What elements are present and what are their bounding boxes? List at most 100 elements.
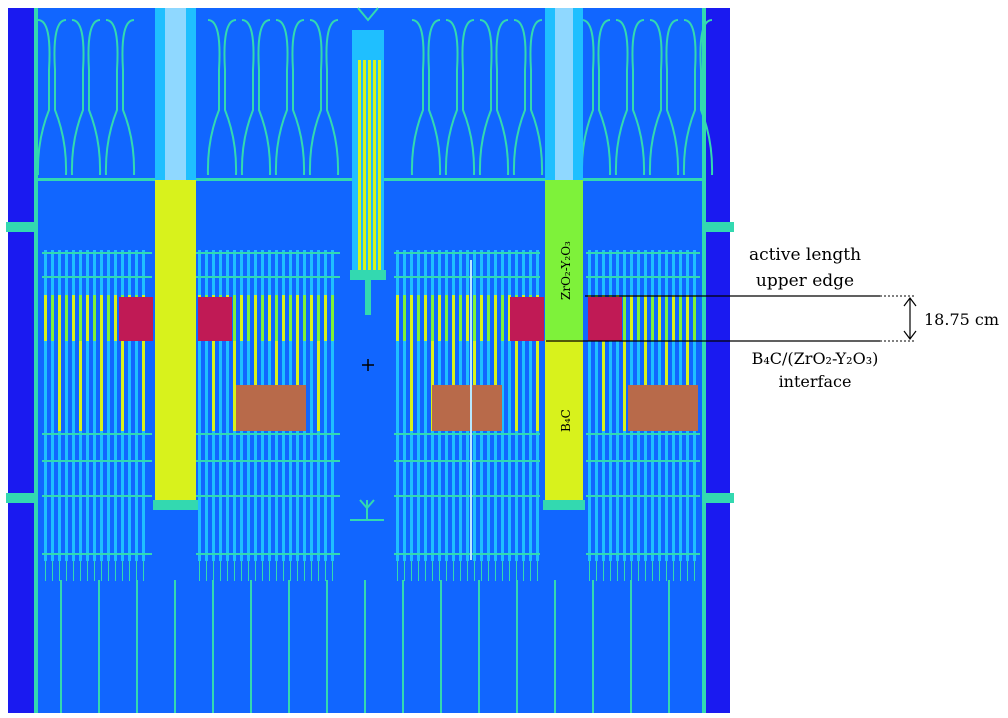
fuel-pin-stem xyxy=(234,561,235,581)
spacer-grid xyxy=(42,276,152,278)
fuel-pin-upper xyxy=(515,250,518,295)
fuel-pin-upper xyxy=(424,250,427,295)
fuel-pin-mid xyxy=(58,341,61,431)
fuel-pin-active xyxy=(487,295,490,341)
bottom-channel-line xyxy=(516,580,518,713)
fuel-pin-stem xyxy=(638,561,639,581)
fuel-pin-active xyxy=(410,295,413,341)
fuel-pin-mid xyxy=(93,341,96,431)
spacer-grid xyxy=(394,276,540,278)
fuel-pin-active xyxy=(331,295,334,341)
fuel-pin-upper xyxy=(107,250,110,295)
center-marker xyxy=(362,359,374,371)
right-outer-wall xyxy=(706,8,730,713)
fuel-pin-active xyxy=(86,295,89,341)
spacer-grid xyxy=(394,460,540,462)
fuel-pin-stem xyxy=(610,561,611,581)
fuel-pin-active xyxy=(51,295,54,341)
fuel-pin-mid xyxy=(536,341,539,431)
fuel-pin-stem xyxy=(467,561,468,581)
fuel-pin-active xyxy=(658,295,661,341)
bottom-channel-line xyxy=(402,580,404,713)
center-rod-pin xyxy=(378,60,381,270)
fuel-pin-upper xyxy=(121,250,124,295)
fuel-pin-upper xyxy=(142,250,145,295)
fuel-pin-mid xyxy=(135,341,138,431)
right-inner-liner xyxy=(702,8,706,713)
fuel-pin-stem xyxy=(304,561,305,581)
fuel-pin-upper xyxy=(268,250,271,295)
spacer-grid xyxy=(586,553,700,555)
fuel-pin-stem xyxy=(255,561,256,581)
fuel-pin-upper xyxy=(529,250,532,295)
fuel-pin-upper xyxy=(275,250,278,295)
fuel-pin-stem xyxy=(227,561,228,581)
center-rod-stem xyxy=(365,280,371,315)
fuel-pin-stem xyxy=(290,561,291,581)
fuel-pin-active xyxy=(233,295,236,341)
fuel-pin-upper xyxy=(93,250,96,295)
mid-burn-band xyxy=(236,385,306,431)
fuel-pin-active xyxy=(79,295,82,341)
fuel-pin-stem xyxy=(220,561,221,581)
fuel-pin-stem xyxy=(94,561,95,581)
fuel-pin-mid xyxy=(114,341,117,431)
fuel-pin-stem xyxy=(502,561,503,581)
fuel-pin-stem xyxy=(404,561,405,581)
fuel-pin-upper xyxy=(219,250,222,295)
fuel-pin-active xyxy=(403,295,406,341)
center-rod-pin xyxy=(363,60,366,270)
spacer-grid xyxy=(394,433,540,435)
wall-clip xyxy=(706,493,734,503)
fuel-pin-mid xyxy=(616,341,619,431)
fuel-pin-mid xyxy=(508,341,511,431)
fuel-pin-active xyxy=(44,295,47,341)
fuel-pin-stem xyxy=(241,561,242,581)
fuel-pin-upper xyxy=(693,250,696,295)
fuel-pin-mid xyxy=(324,341,327,431)
fuel-pin-mid xyxy=(107,341,110,431)
fuel-pin-upper xyxy=(226,250,229,295)
spacer-grid xyxy=(42,433,152,435)
fuel-pin-upper xyxy=(310,250,313,295)
fuel-pin-active xyxy=(637,295,640,341)
fuel-pin-mid xyxy=(331,341,334,431)
fuel-pin-mid xyxy=(410,341,413,431)
fuel-pin-stem xyxy=(687,561,688,581)
spring-funnel xyxy=(104,19,136,176)
fuel-pin-upper xyxy=(86,250,89,295)
fuel-pin-stem xyxy=(108,561,109,581)
fuel-pin-stem xyxy=(397,561,398,581)
fuel-pin-active xyxy=(679,295,682,341)
rod-material-label-lower: B₄C xyxy=(559,409,573,432)
bottom-support xyxy=(350,499,384,521)
fuel-pin-upper xyxy=(100,250,103,295)
spacer-grid xyxy=(394,252,540,254)
fuel-pin-active xyxy=(651,295,654,341)
fuel-pin-active xyxy=(630,295,633,341)
fuel-pin-upper xyxy=(247,250,250,295)
interface-label-line2: interface xyxy=(779,372,852,391)
fuel-pin-upper xyxy=(522,250,525,295)
fuel-pin-active xyxy=(114,295,117,341)
fuel-pin-upper xyxy=(480,250,483,295)
fuel-pin-stem xyxy=(115,561,116,581)
fuel-pin-stem xyxy=(122,561,123,581)
fuel-pin-active xyxy=(665,295,668,341)
fuel-pin-active xyxy=(466,295,469,341)
fuel-pin-stem xyxy=(425,561,426,581)
fuel-pin-upper xyxy=(672,250,675,295)
left-outer-wall xyxy=(8,8,34,713)
fuel-pin-active xyxy=(473,295,476,341)
bottom-channel-line xyxy=(250,580,252,713)
bottom-channel-line xyxy=(364,580,366,713)
fuel-pin-stem xyxy=(509,561,510,581)
fuel-pin-mid xyxy=(51,341,54,431)
fuel-pin-mid xyxy=(205,341,208,431)
fuel-pin-active xyxy=(282,295,285,341)
fuel-pin-upper xyxy=(403,250,406,295)
fuel-pin-mid xyxy=(529,341,532,431)
left-inner-liner xyxy=(34,8,38,713)
fuel-pin-upper xyxy=(303,250,306,295)
absorber-block xyxy=(588,297,622,341)
